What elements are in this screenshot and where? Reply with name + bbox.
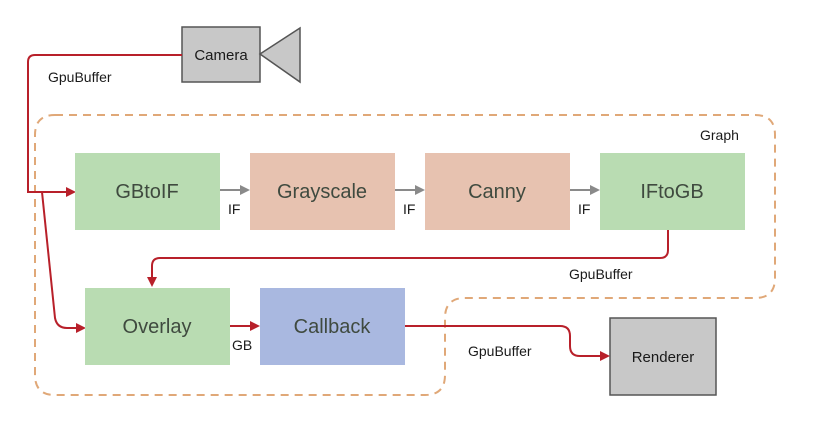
edge-camera-overlay bbox=[41, 191, 86, 333]
graph-boundary bbox=[34, 114, 776, 396]
graph-label: Graph bbox=[700, 127, 739, 143]
edge-camera-gbtoif bbox=[27, 54, 182, 197]
renderer-node: Renderer bbox=[609, 317, 717, 396]
iftogb-label: IFtoGB bbox=[640, 181, 703, 203]
edge-label-camera-out: GpuBuffer bbox=[48, 69, 112, 85]
overlay-label: Overlay bbox=[123, 316, 192, 338]
edge-label-gbtoif-grayscale: IF bbox=[228, 201, 240, 217]
iftogb-node: IFtoGB bbox=[600, 153, 745, 230]
edge-label-overlay-callback: GB bbox=[232, 337, 252, 353]
gbtoif-label: GBtoIF bbox=[115, 181, 178, 203]
edge-label-canny-iftogb: IF bbox=[578, 201, 590, 217]
grayscale-label: Grayscale bbox=[277, 181, 367, 203]
callback-node: Callback bbox=[260, 288, 405, 365]
callback-label: Callback bbox=[294, 316, 372, 338]
edge-label-iftogb-overlay: GpuBuffer bbox=[569, 266, 633, 282]
camera-lens-icon bbox=[258, 26, 301, 84]
edge-iftogb-overlay bbox=[147, 230, 669, 287]
edge-label-grayscale-canny: IF bbox=[403, 201, 415, 217]
edge-label-callback-renderer: GpuBuffer bbox=[468, 343, 532, 359]
canny-label: Canny bbox=[468, 181, 526, 203]
grayscale-node: Grayscale bbox=[250, 153, 395, 230]
renderer-label: Renderer bbox=[632, 349, 695, 366]
overlay-node: Overlay bbox=[85, 288, 230, 365]
canny-node: Canny bbox=[425, 153, 570, 230]
edge-callback-renderer bbox=[405, 325, 610, 361]
camera-node: Camera bbox=[181, 26, 301, 84]
gbtoif-node: GBtoIF bbox=[75, 153, 220, 230]
camera-label: Camera bbox=[194, 47, 248, 64]
